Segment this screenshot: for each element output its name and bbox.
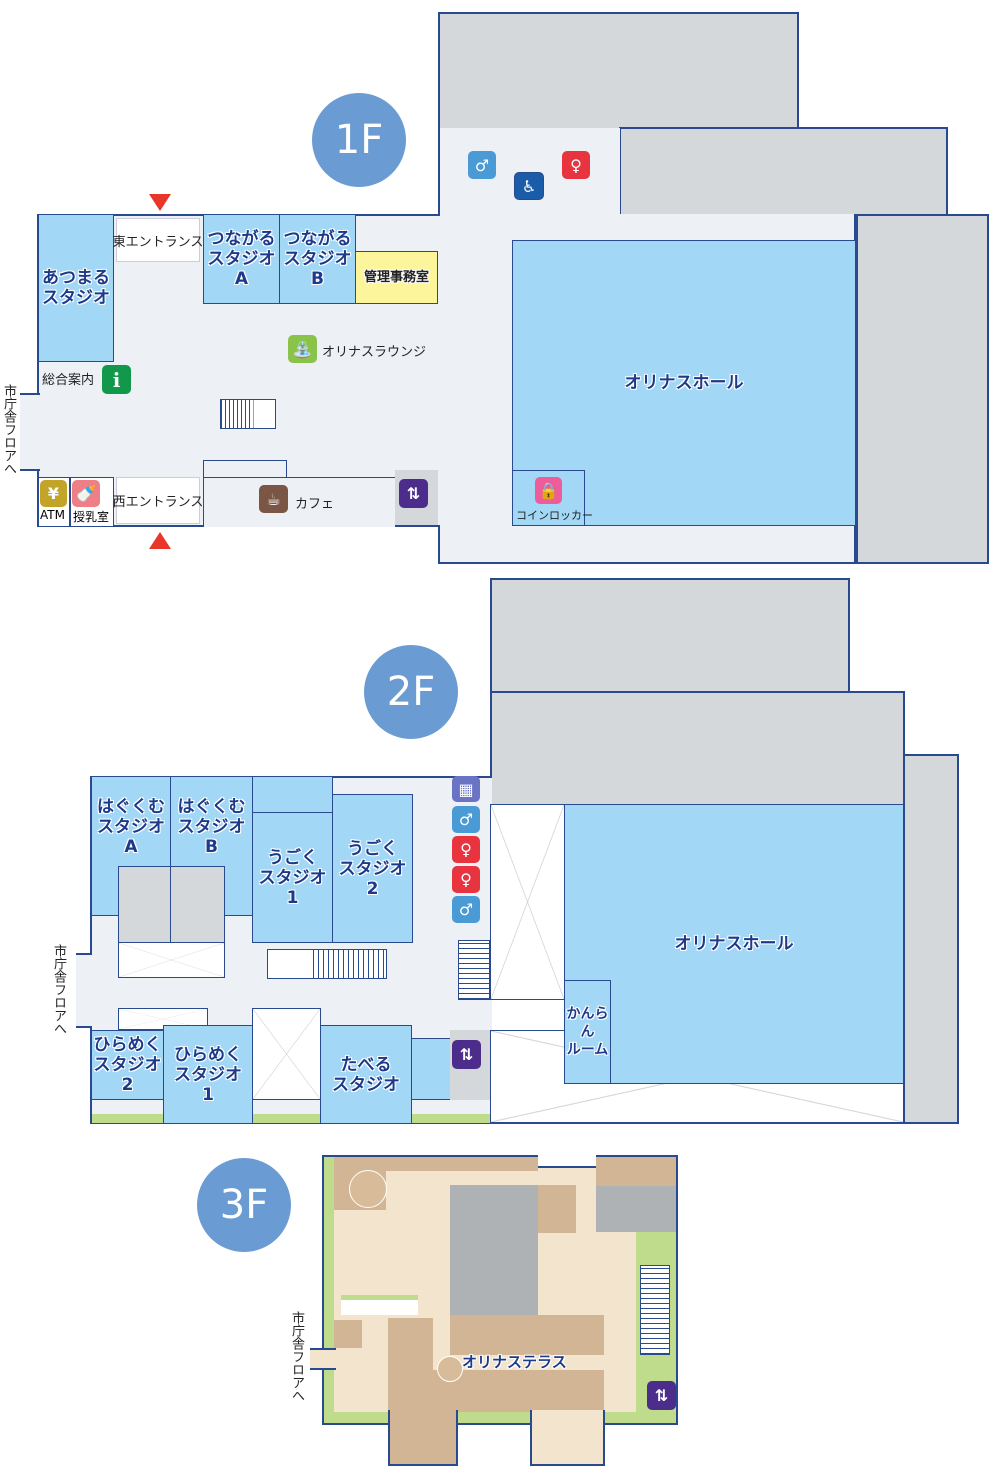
elevator-icon[interactable]: ⇅ (647, 1381, 676, 1410)
west-entrance[interactable]: 西エントランス (113, 477, 203, 524)
entrance-arrow-up (149, 532, 171, 549)
building-block (450, 1185, 538, 1315)
building-block (118, 866, 171, 944)
elevator-icon[interactable]: ⇅ (452, 1040, 481, 1069)
east-entrance-label: 東エントランス (112, 234, 204, 250)
room-kanran[interactable]: かんらん ルーム (564, 980, 611, 1084)
staircase (220, 399, 276, 429)
floor-badge-3f: 3F (197, 1158, 291, 1252)
terrace-area (334, 1157, 538, 1171)
to-city-hall-passage (310, 1348, 336, 1370)
womens-restroom-icon: ♀ (452, 866, 480, 893)
building-block (490, 691, 905, 806)
cafe-icon: ☕ (259, 485, 288, 513)
round-seat (437, 1356, 463, 1382)
info-icon: i (102, 365, 131, 394)
void (118, 1008, 208, 1030)
to-city-hall-label[interactable]: 市庁舎フロアへ (289, 1311, 304, 1402)
mens-changing-room-icon: ♂ (452, 806, 480, 833)
room-orinasu-terrace[interactable]: オリナステラス (462, 1353, 567, 1371)
void (252, 1008, 321, 1100)
to-city-hall-passage (20, 393, 40, 471)
atrium-void (490, 804, 565, 1000)
cafe-label: カフェ (295, 497, 335, 512)
room-hirameku-studio-2[interactable]: ひらめく スタジオ 2 (91, 1030, 164, 1100)
building-block (490, 578, 850, 693)
nursing-bottle-icon: 🍼 (72, 480, 100, 507)
void (118, 942, 225, 978)
info-desk-label[interactable]: 総合案内 (42, 373, 95, 388)
to-city-hall-label[interactable]: 市庁舎フロアへ (51, 944, 66, 1035)
notch (538, 1152, 596, 1168)
terrace-area (388, 1370, 604, 1412)
terrace-area (538, 1185, 576, 1233)
building-block (170, 866, 225, 944)
building-block (438, 12, 799, 130)
nursing-label: 授乳室 (73, 510, 110, 524)
building-block (856, 214, 989, 564)
room-hirameku-studio-1[interactable]: ひらめく スタジオ 1 (163, 1025, 253, 1124)
elevator-icon[interactable]: ⇅ (399, 479, 428, 508)
mens-restroom-icon: ♂ (468, 151, 496, 179)
room-tsunagaru-studio-b[interactable]: つながる スタジオ B (279, 214, 356, 304)
floor-badge-1f: 1F (312, 93, 406, 187)
womens-changing-room-icon: ♀ (452, 836, 480, 863)
room-orinasu-hall-2f[interactable]: オリナスホール (564, 804, 904, 1084)
terrace-area (388, 1410, 458, 1466)
room-block (411, 1038, 451, 1100)
east-entrance[interactable]: 東エントランス (113, 218, 203, 262)
west-entrance-label: 西エントランス (112, 495, 204, 510)
planter (341, 1295, 418, 1315)
building-block (596, 1157, 676, 1187)
atm-icon: ¥ (40, 480, 67, 507)
terrace-area (450, 1315, 604, 1355)
staircase (267, 949, 387, 979)
accessible-restroom-icon: ♿ (514, 172, 544, 200)
terrace-strip (92, 1114, 163, 1123)
room-ugoku-studio-1[interactable]: うごく スタジオ 1 (252, 812, 333, 943)
entrance-arrow-down (149, 194, 171, 211)
room-taberu-studio[interactable]: たべる スタジオ (320, 1025, 412, 1124)
terrace-area (388, 1318, 433, 1370)
round-seat (349, 1170, 387, 1208)
terrace-strip (412, 1114, 490, 1123)
vending-machine-icon: ▦ (452, 776, 480, 802)
room-block (252, 776, 333, 813)
floor-badge-2f: 2F (364, 645, 458, 739)
atm-label: ATM (40, 508, 65, 522)
mens-restroom-icon: ♂ (452, 896, 480, 923)
room-office[interactable]: 管理事務室 (355, 251, 438, 304)
coin-locker-label: コインロッカー (516, 509, 593, 522)
building-block (903, 754, 959, 1124)
to-city-hall-passage (76, 953, 92, 1028)
lounge-label[interactable]: オリナスラウンジ (322, 345, 427, 360)
room-atsumaru-studio[interactable]: あつまる スタジオ (38, 214, 114, 362)
lounge-icon: ⛲ (288, 335, 317, 363)
room-ugoku-studio-2[interactable]: うごく スタジオ 2 (332, 794, 413, 943)
staircase (458, 940, 490, 1000)
room-tsunagaru-studio-a[interactable]: つながる スタジオ A (203, 214, 280, 304)
building-block (596, 1186, 676, 1232)
terrace-area (334, 1320, 362, 1348)
terrace-strip (253, 1114, 320, 1123)
terrace-area (530, 1410, 605, 1466)
womens-restroom-icon: ♀ (562, 151, 590, 179)
coin-locker-icon: 🔒 (535, 477, 562, 504)
to-city-hall-label[interactable]: 市庁舎フロアへ (1, 384, 16, 475)
staircase (640, 1265, 670, 1355)
